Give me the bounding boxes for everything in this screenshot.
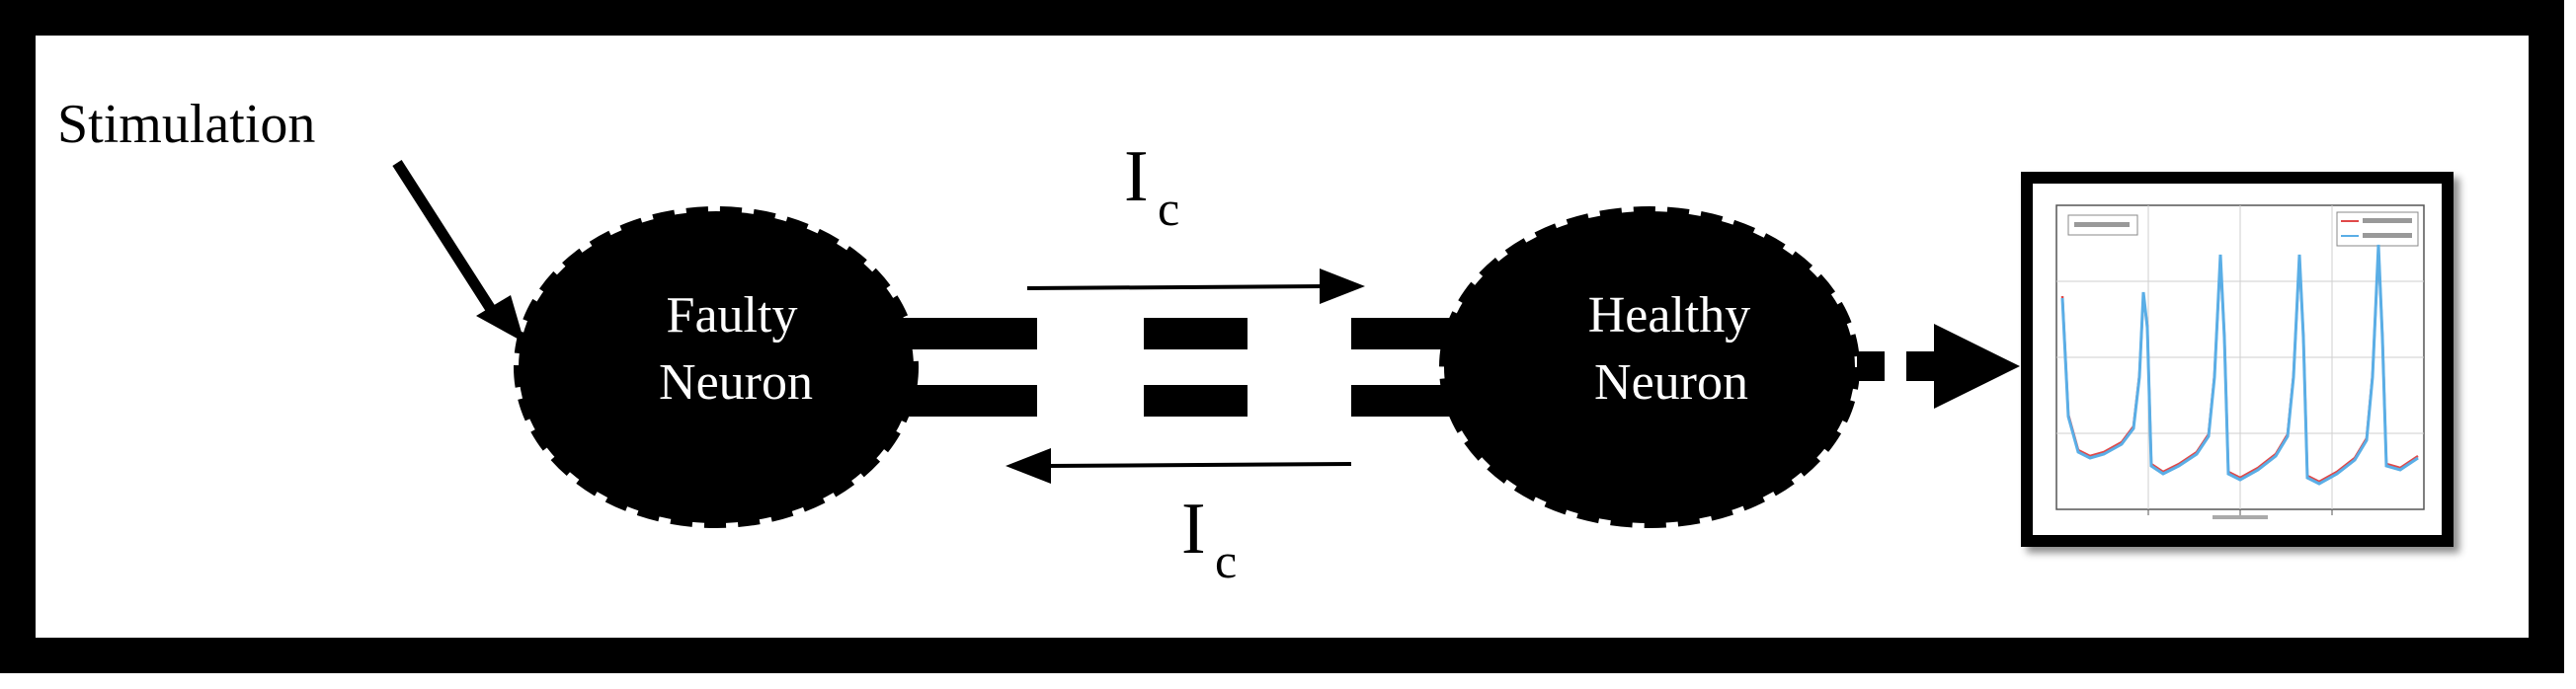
- faulty-neuron-label-line1: Faulty: [667, 287, 798, 344]
- healthy-neuron-label-line1: Healthy: [1588, 287, 1751, 344]
- coupling-current-arrow-right: [1026, 268, 1365, 304]
- output-plot-thumbnail: [2021, 172, 2454, 547]
- stimulation-label: Stimulation: [57, 94, 315, 155]
- healthy-neuron: Healthy Neuron: [1439, 206, 1860, 528]
- outer-frame: [0, 0, 2564, 673]
- coupling-current-arrow-left: [1006, 448, 1352, 484]
- current-symbol-top: I: [1124, 136, 1149, 217]
- current-symbol-bottom: I: [1181, 489, 1206, 570]
- stimulation-arrow: [392, 160, 524, 343]
- healthy-neuron-label-line2: Neuron: [1594, 354, 1748, 411]
- coupling-current-label-top: I c: [1124, 136, 1179, 236]
- current-subscript-bottom: c: [1215, 533, 1237, 588]
- gap-junction: [894, 318, 1489, 417]
- output-arrow: [1857, 324, 2020, 409]
- coupling-current-label-bottom: I c: [1181, 489, 1237, 588]
- current-subscript-top: c: [1158, 181, 1179, 236]
- faulty-neuron: Faulty Neuron: [514, 206, 919, 528]
- faulty-neuron-label-line2: Neuron: [659, 354, 813, 411]
